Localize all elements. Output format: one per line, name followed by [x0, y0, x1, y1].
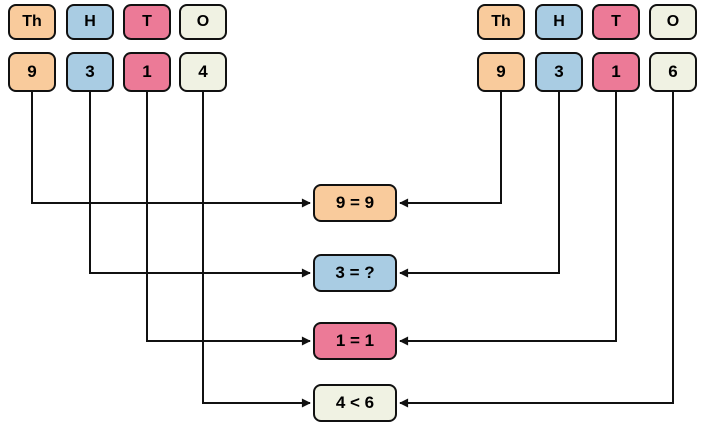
left-header-ones: O	[179, 4, 227, 40]
right-digit-thousands: 9	[477, 52, 525, 92]
arrow-right-hundreds	[399, 92, 560, 278]
right-header-tens: T	[592, 4, 640, 40]
arrow-left-hundreds	[89, 92, 311, 278]
arrow-left-thousands	[31, 92, 311, 208]
left-digit-ones: 4	[179, 52, 227, 92]
arrow-right-tens	[399, 92, 617, 346]
left-header-hundreds: H	[66, 4, 114, 40]
left-digit-thousands: 9	[8, 52, 56, 92]
right-header-hundreds: H	[535, 4, 583, 40]
left-digit-hundreds: 3	[66, 52, 114, 92]
left-header-tens: T	[123, 4, 171, 40]
arrow-right-ones	[399, 92, 674, 408]
arrow-right-thousands	[399, 92, 502, 208]
arrow-left-tens	[146, 92, 311, 346]
left-header-thousands: Th	[8, 4, 56, 40]
right-header-thousands: Th	[477, 4, 525, 40]
right-header-ones: O	[649, 4, 697, 40]
arrow-left-ones	[202, 92, 311, 408]
comparison-hundreds: 3 = ?	[313, 254, 397, 292]
left-digit-tens: 1	[123, 52, 171, 92]
right-digit-ones: 6	[649, 52, 697, 92]
comparison-ones: 4 < 6	[313, 384, 397, 422]
right-digit-hundreds: 3	[535, 52, 583, 92]
comparison-tens: 1 = 1	[313, 322, 397, 360]
comparison-thousands: 9 = 9	[313, 184, 397, 222]
right-digit-tens: 1	[592, 52, 640, 92]
